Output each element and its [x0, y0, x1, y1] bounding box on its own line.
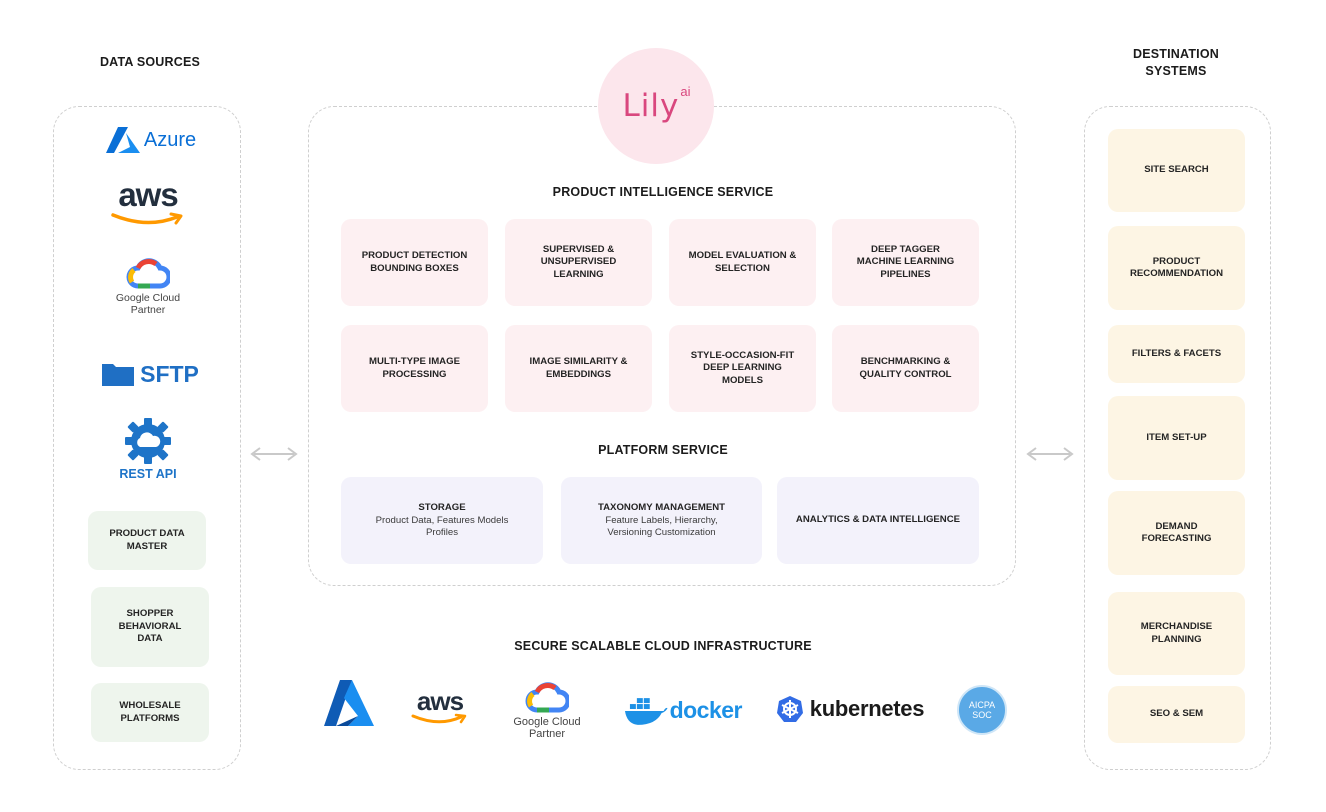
left-bidirectional-arrow-icon: [250, 447, 298, 461]
aws-label: aws: [416, 686, 464, 716]
platform-service-heading: PLATFORM SERVICE: [598, 443, 728, 457]
rest-api-logo: REST API: [100, 414, 196, 484]
destination-card: MERCHANDISE PLANNING: [1108, 592, 1245, 675]
intelligence-card: BENCHMARKING & QUALITY CONTROL: [832, 325, 979, 412]
folder-icon: [102, 364, 135, 386]
destination-card: DEMAND FORECASTING: [1108, 491, 1245, 575]
google-cloud-icon: [525, 682, 569, 713]
google-cloud-logo: Google Cloud Partner: [100, 250, 196, 322]
destination-systems-heading: DESTINATION SYSTEMS: [1133, 47, 1219, 78]
aws-logo: aws: [100, 176, 196, 230]
product-intelligence-heading: PRODUCT INTELLIGENCE SERVICE: [552, 185, 774, 199]
source-card: WHOLESALE PLATFORMS: [91, 683, 209, 742]
platform-card-analytics: ANALYTICS & DATA INTELLIGENCE: [777, 477, 979, 564]
intelligence-card: DEEP TAGGER MACHINE LEARNING PIPELINES: [832, 219, 979, 306]
google-cloud-label: Google Cloud: [115, 292, 181, 304]
aws-label: aws: [118, 176, 178, 213]
destination-card: ITEM SET-UP: [1108, 396, 1245, 480]
docker-whale-icon: [624, 698, 668, 725]
destination-card: FILTERS & FACETS: [1108, 325, 1245, 383]
aws-smile-icon: [111, 212, 183, 225]
google-cloud-label: Google Cloud: [513, 716, 581, 728]
aicpa-label: AICPA: [968, 700, 996, 710]
azure-icon: [105, 127, 140, 153]
lily-wordmark: Lily: [622, 88, 680, 124]
destination-card: PRODUCT RECOMMENDATION: [1108, 226, 1245, 310]
aws-infra-logo: aws: [406, 684, 474, 730]
source-card: SHOPPER BEHAVIORAL DATA: [91, 587, 209, 667]
docker-label: docker: [669, 696, 743, 723]
data-sources-panel: [53, 106, 241, 770]
aws-smile-icon: [411, 713, 467, 724]
lily-ai-superscript: ai: [680, 83, 691, 99]
sftp-label: SFTP: [140, 360, 199, 387]
google-cloud-icon: [126, 258, 170, 289]
right-bidirectional-arrow-icon: [1026, 447, 1074, 461]
google-cloud-infra-logo: Google Cloud Partner: [504, 672, 590, 748]
google-cloud-partner-label: Partner: [130, 304, 166, 316]
sftp-logo: SFTP: [98, 358, 202, 390]
google-cloud-partner-label: Partner: [528, 728, 566, 740]
intelligence-card: IMAGE SIMILARITY & EMBEDDINGS: [505, 325, 652, 412]
gear-cloud-icon: [125, 418, 171, 464]
platform-card-subtitle: Feature Labels, Hierarchy, Versioning Cu…: [605, 514, 718, 538]
intelligence-card: SUPERVISED & UNSUPERVISED LEARNING: [505, 219, 652, 306]
intelligence-card: PRODUCT DETECTION BOUNDING BOXES: [341, 219, 488, 306]
destination-systems-panel: [1084, 106, 1271, 770]
platform-card-title: TAXONOMY MANAGEMENT: [597, 502, 726, 514]
kubernetes-label: kubernetes: [809, 696, 925, 721]
platform-card-subtitle: Product Data, Features Models Profiles: [375, 514, 509, 538]
azure-infra-logo: [320, 676, 378, 730]
platform-card-storage: STORAGE Product Data, Features Models Pr…: [341, 477, 543, 564]
azure-icon: [324, 680, 374, 726]
docker-logo: docker: [624, 690, 743, 730]
cloud-infra-heading: SECURE SCALABLE CLOUD INFRASTRUCTURE: [514, 639, 812, 653]
azure-label: Azure: [143, 128, 197, 151]
soc-label: SOC: [972, 710, 992, 720]
rest-api-label: REST API: [119, 467, 177, 481]
destination-card: SEO & SEM: [1108, 686, 1245, 743]
aicpa-soc-badge: AICPA SOC: [957, 685, 1007, 735]
platform-card-title: ANALYTICS & DATA INTELLIGENCE: [795, 514, 961, 526]
platform-card-title: STORAGE: [418, 502, 466, 514]
lily-logo: Lily ai: [598, 48, 714, 164]
intelligence-card: MODEL EVALUATION & SELECTION: [669, 219, 816, 306]
destination-card: SITE SEARCH: [1108, 129, 1245, 212]
azure-logo: Azure: [95, 122, 205, 158]
data-sources-heading: DATA SOURCES: [99, 55, 201, 69]
platform-card-taxonomy: TAXONOMY MANAGEMENT Feature Labels, Hier…: [561, 477, 762, 564]
kubernetes-helm-icon: [776, 696, 803, 722]
source-card: PRODUCT DATA MASTER: [88, 511, 206, 570]
kubernetes-logo: kubernetes: [770, 692, 930, 726]
intelligence-card: MULTI-TYPE IMAGE PROCESSING: [341, 325, 488, 412]
intelligence-card: STYLE-OCCASION-FIT DEEP LEARNING MODELS: [669, 325, 816, 412]
